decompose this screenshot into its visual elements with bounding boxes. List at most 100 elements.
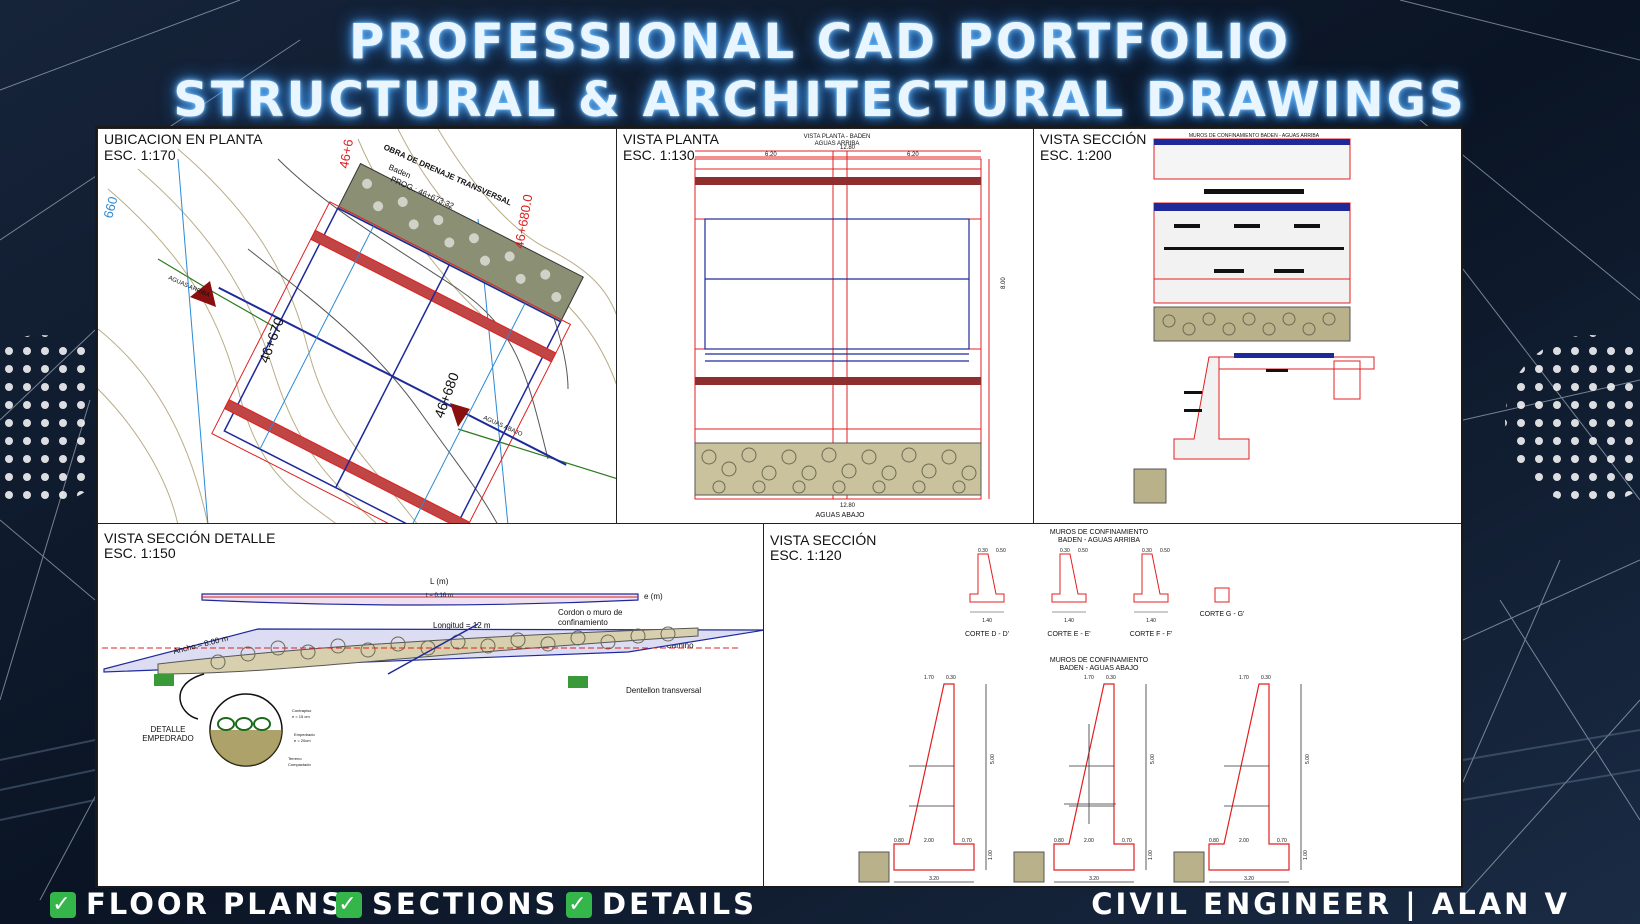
footer-item-label: FLOOR PLANS [86,887,346,921]
cordon-label-1: Cordon o muro de [558,608,623,617]
t-label: t = 0.16 m [426,593,453,599]
dim-140-d: 1.40 [982,618,992,624]
dim-030-1: 0.30 [946,675,956,681]
corte-g-label: CORTE G - G' [1200,611,1245,618]
dim-200-3: 2.00 [1239,838,1249,844]
muros-arriba-title-2: BADEN - AGUAS ARRIBA [1058,537,1140,544]
muros-abajo-title-1: MUROS DE CONFINAMIENTO [1050,657,1149,664]
dim-label: 6.20 [907,152,919,158]
corte-f-label: CORTE F - F' [1130,631,1172,638]
dim-170-3: 1.70 [1239,675,1249,681]
footer-item-label: SECTIONS [372,887,559,921]
panel-vista-seccion-bottom: MUROS DE CONFINAMIENTO BADEN - AGUAS ARR… [763,523,1461,886]
detalle-label-1: DETALLE [151,725,186,734]
dim-100-1: 1.00 [988,850,994,860]
section-view-drawing: MUROS DE CONFINAMIENTO BADEN - AGUAS ARR… [1133,133,1375,504]
dim-080-3: 0.80 [1209,838,1219,844]
empedrado-thickness: e = 20cm [294,738,311,743]
plan-view-drawing: VISTA PLANTA - BADEN AGUAS ARRIBA [694,134,1007,519]
dim-070-3: 0.70 [1277,838,1287,844]
panel-scale: ESC. 1:170 [104,147,176,163]
check-icon: ✓ [336,892,362,918]
dim-050-e: 0.50 [1078,548,1088,554]
station-label-46-6: 46+6 [336,138,356,169]
contrapiso-label: Contrapiso [292,708,312,713]
panel-title: VISTA SECCIÓN [1040,131,1147,147]
footer-bar: ✓FLOOR PLANS ✓SECTIONS ✓DETAILS CIVIL EN… [0,884,1640,924]
compactado-label: Compactado [288,762,311,767]
author-credit: CIVIL ENGINEER | ALAN V [1091,887,1570,921]
panel-title: VISTA SECCIÓN DETALLE [104,530,276,546]
dim-050-d: 0.50 [996,548,1006,554]
check-icon: ✓ [50,892,76,918]
panel-title: VISTA SECCIÓN [770,532,877,548]
check-icon: ✓ [566,892,592,918]
footer-item-label: DETAILS [602,887,758,921]
dim-label: 12.80 [840,145,856,151]
dim-080-2: 0.80 [1054,838,1064,844]
dim-080-1: 0.80 [894,838,904,844]
station-label-46-680-0: 46+680.0 [511,193,535,249]
muros-arriba-title-1: MUROS DE CONFINAMIENTO [1050,529,1149,536]
title-line-1: PROFESSIONAL CAD PORTFOLIO [348,14,1292,70]
e-label: e (m) [644,592,663,601]
drawing-sheet: 46+670 46+680 46+680.0 46+6 660 OBRA DE … [95,126,1463,888]
terreno-label: Terreno [288,756,302,761]
dim-030-2: 0.30 [1106,675,1116,681]
panel-scale: ESC. 1:120 [770,547,842,563]
dim-500-3: 5.00 [1305,754,1311,764]
panel-vista-seccion-detalle: L (m) t = 0.16 m e (m) Longitud = 12 m C… [97,523,764,886]
panel-vista-seccion-top: MUROS DE CONFINAMIENTO BADEN - AGUAS ARR… [1033,128,1461,524]
detalle-label-2: EMPEDRADO [142,734,194,743]
corte-e-label: CORTE E - E' [1047,631,1090,638]
plan-header-2: AGUAS ARRIBA [815,141,860,147]
retaining-walls-drawing: MUROS DE CONFINAMIENTO BADEN - AGUAS ARR… [858,529,1311,883]
contour-label: 660 [100,195,120,220]
panel-scale: ESC. 1:150 [104,545,176,561]
dim-070-1: 0.70 [962,838,972,844]
dim-140-e: 1.40 [1064,618,1074,624]
footer-item-floor-plans: ✓ FLOOR PLANS [50,888,345,920]
dim-050-f: 0.50 [1160,548,1170,554]
site-plan-drawing: 46+670 46+680 46+680.0 46+6 660 OBRA DE … [98,129,616,523]
dim-170-1: 1.70 [924,675,934,681]
plan-header-1: VISTA PLANTA - BADEN [804,134,871,140]
longitud-label: Longitud = 12 m [433,621,491,630]
dentellon-label: Dentellon transversal [626,686,701,695]
dim-070-2: 0.70 [1122,838,1132,844]
dim-030-f: 0.30 [1142,548,1152,554]
panel-scale: ESC. 1:130 [623,147,695,163]
title-line-2: STRUCTURAL & ARCHITECTURAL DRAWINGS [173,72,1467,128]
panel-title: UBICACION EN PLANTA [104,131,263,147]
dim-030-3: 0.30 [1261,675,1271,681]
l-label: L (m) [430,577,449,586]
dim-label: 12.80 [840,503,856,509]
dim-320-2: 3.20 [1089,876,1099,882]
dim-label: 6.20 [765,152,777,158]
dim-100-3: 1.00 [1303,850,1309,860]
dim-500-1: 5.00 [990,754,996,764]
corte-d-label: CORTE D - D' [965,631,1009,638]
dim-170-2: 1.70 [1084,675,1094,681]
dim-label: 8.00 [1001,277,1007,289]
dim-320-1: 3.20 [929,876,939,882]
dim-030-d: 0.30 [978,548,988,554]
section-header: MUROS DE CONFINAMIENTO BADEN - AGUAS ARR… [1189,133,1320,139]
dim-200-1: 2.00 [924,838,934,844]
empedrado-label: Empedrado [294,732,315,737]
dim-100-2: 1.00 [1148,850,1154,860]
panel-vista-planta: VISTA PLANTA - BADEN AGUAS ARRIBA [616,128,1034,524]
dim-140-f: 1.40 [1146,618,1156,624]
dim-320-3: 3.20 [1244,876,1254,882]
dim-030-e: 0.30 [1060,548,1070,554]
station-label-46-670: 46+670 [256,315,287,365]
panel-scale: ESC. 1:200 [1040,147,1112,163]
footer-item-details: ✓ DETAILS [566,888,757,920]
detail-section-drawing: L (m) t = 0.16 m e (m) Longitud = 12 m C… [102,577,763,767]
cordon-label-2: confinamiento [558,618,608,627]
muros-abajo-title-2: BADEN - AGUAS ABAJO [1060,665,1140,672]
panel-ubicacion-en-planta: 46+670 46+680 46+680.0 46+6 660 OBRA DE … [97,128,617,524]
dim-500-2: 5.00 [1150,754,1156,764]
dim-200-2: 2.00 [1084,838,1094,844]
contrapiso-thickness: e = 15 cm [292,714,310,719]
